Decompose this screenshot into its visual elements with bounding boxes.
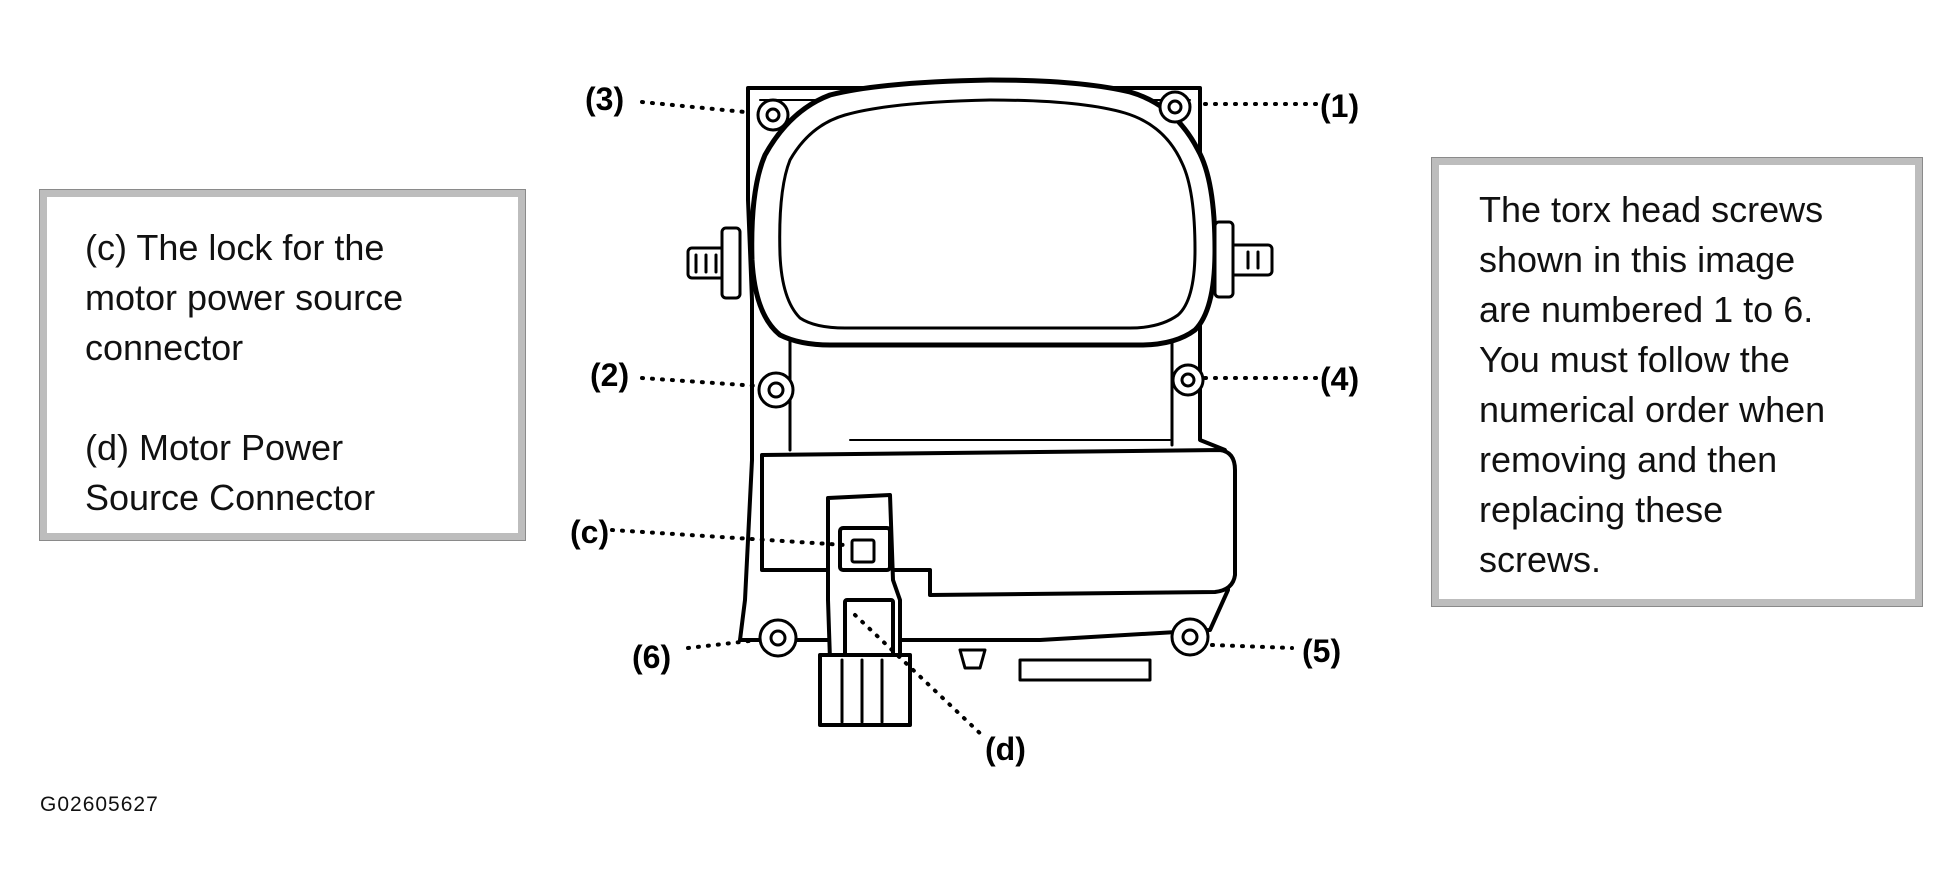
right-stud [1213,220,1274,299]
callout-6: (6) [632,639,671,675]
note-line-7: replacing these [1479,489,1724,530]
note-line-2: shown in this image [1479,239,1796,280]
legend-d-line-2: Source Connector [85,477,376,518]
screw-4 [1171,363,1205,397]
legend-c-line-2: motor power source [85,277,404,318]
left-stud [686,226,742,300]
note-line-8: screws. [1479,539,1602,580]
screw-6 [758,618,798,658]
note-line-1: The torx head screws [1479,189,1824,230]
note-line-3: are numbered 1 to 6. [1479,289,1814,330]
bottom-flange [958,648,1152,682]
screw-2 [757,371,795,409]
screw-3 [756,98,790,132]
leader-lines [610,100,1320,740]
callout-3: (3) [585,81,624,117]
note-line-5: numerical order when [1479,389,1826,430]
callout-d: (d) [985,731,1026,767]
callout-1: (1) [1320,88,1359,124]
legend-spacer [85,373,488,423]
legend-c-line-1: (c) The lock for the [85,227,385,268]
figure-id: G02605627 [40,793,159,816]
callout-4: (4) [1320,361,1359,397]
legend-d-line-1: (d) Motor Power [85,427,344,468]
legend-c-line-3: connector [85,327,244,368]
note-line-6: removing and then [1479,439,1778,480]
note-line-4: You must follow the [1479,339,1790,380]
screw-5 [1170,617,1210,657]
callout-2: (2) [590,357,629,393]
callout-c: (c) [570,514,609,550]
connector-legend-box: (c) The lock for the motor power source … [39,189,526,541]
screw-1 [1158,90,1192,124]
motor-cover [749,77,1218,348]
connector-assembly [818,493,912,727]
screw-order-note-box: The torx head screws shown in this image… [1431,157,1923,607]
callout-5: (5) [1302,633,1341,669]
